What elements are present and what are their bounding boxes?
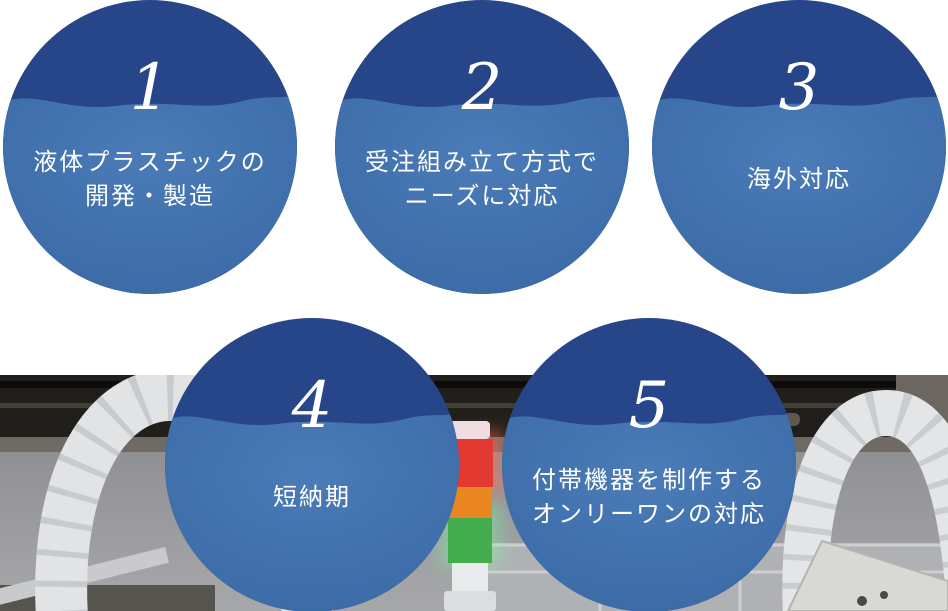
water-wave — [335, 95, 629, 294]
metal-bracket — [786, 539, 948, 611]
factory-photo — [0, 375, 948, 611]
feature-label-line: 開発・製造 — [85, 184, 215, 210]
feature-circle-5: 5 付帯機器を制作する オンリーワンの対応 — [502, 318, 796, 611]
feature-label-line: オンリーワンの対応 — [532, 502, 766, 528]
feature-label: 付帯機器を制作する オンリーワンの対応 — [502, 464, 796, 532]
feature-label: 液体プラスチックの 開発・製造 — [3, 146, 297, 214]
feature-label-line: 短納期 — [273, 485, 351, 511]
water-wave — [502, 413, 796, 611]
tower-cap — [450, 421, 490, 439]
water-wave — [652, 95, 946, 294]
feature-label-line: ニーズに対応 — [404, 184, 560, 210]
water-wave — [165, 413, 459, 611]
feature-label-line: 受注組み立て方式で — [365, 150, 599, 176]
feature-number: 1 — [129, 51, 171, 125]
feature-number: 2 — [461, 51, 503, 125]
feature-label: 受注組み立て方式で ニーズに対応 — [335, 146, 629, 214]
feature-label: 海外対応 — [652, 146, 946, 214]
feature-number: 4 — [291, 369, 333, 443]
feature-label: 短納期 — [165, 464, 459, 532]
feature-number: 5 — [628, 369, 670, 443]
feature-circle-3: 3 海外対応 — [652, 0, 946, 294]
feature-circle-2: 2 受注組み立て方式で ニーズに対応 — [335, 0, 629, 294]
feature-label-line: 海外対応 — [747, 167, 851, 193]
feature-label-line: 付帯機器を制作する — [532, 468, 766, 494]
feature-label-line: 液体プラスチックの — [33, 150, 267, 176]
right-spiral-hose — [782, 389, 948, 611]
feature-circle-1: 1 液体プラスチックの 開発・製造 — [3, 0, 297, 294]
feature-number: 3 — [778, 51, 820, 125]
feature-circle-4: 4 短納期 — [165, 318, 459, 611]
water-wave — [3, 95, 297, 294]
